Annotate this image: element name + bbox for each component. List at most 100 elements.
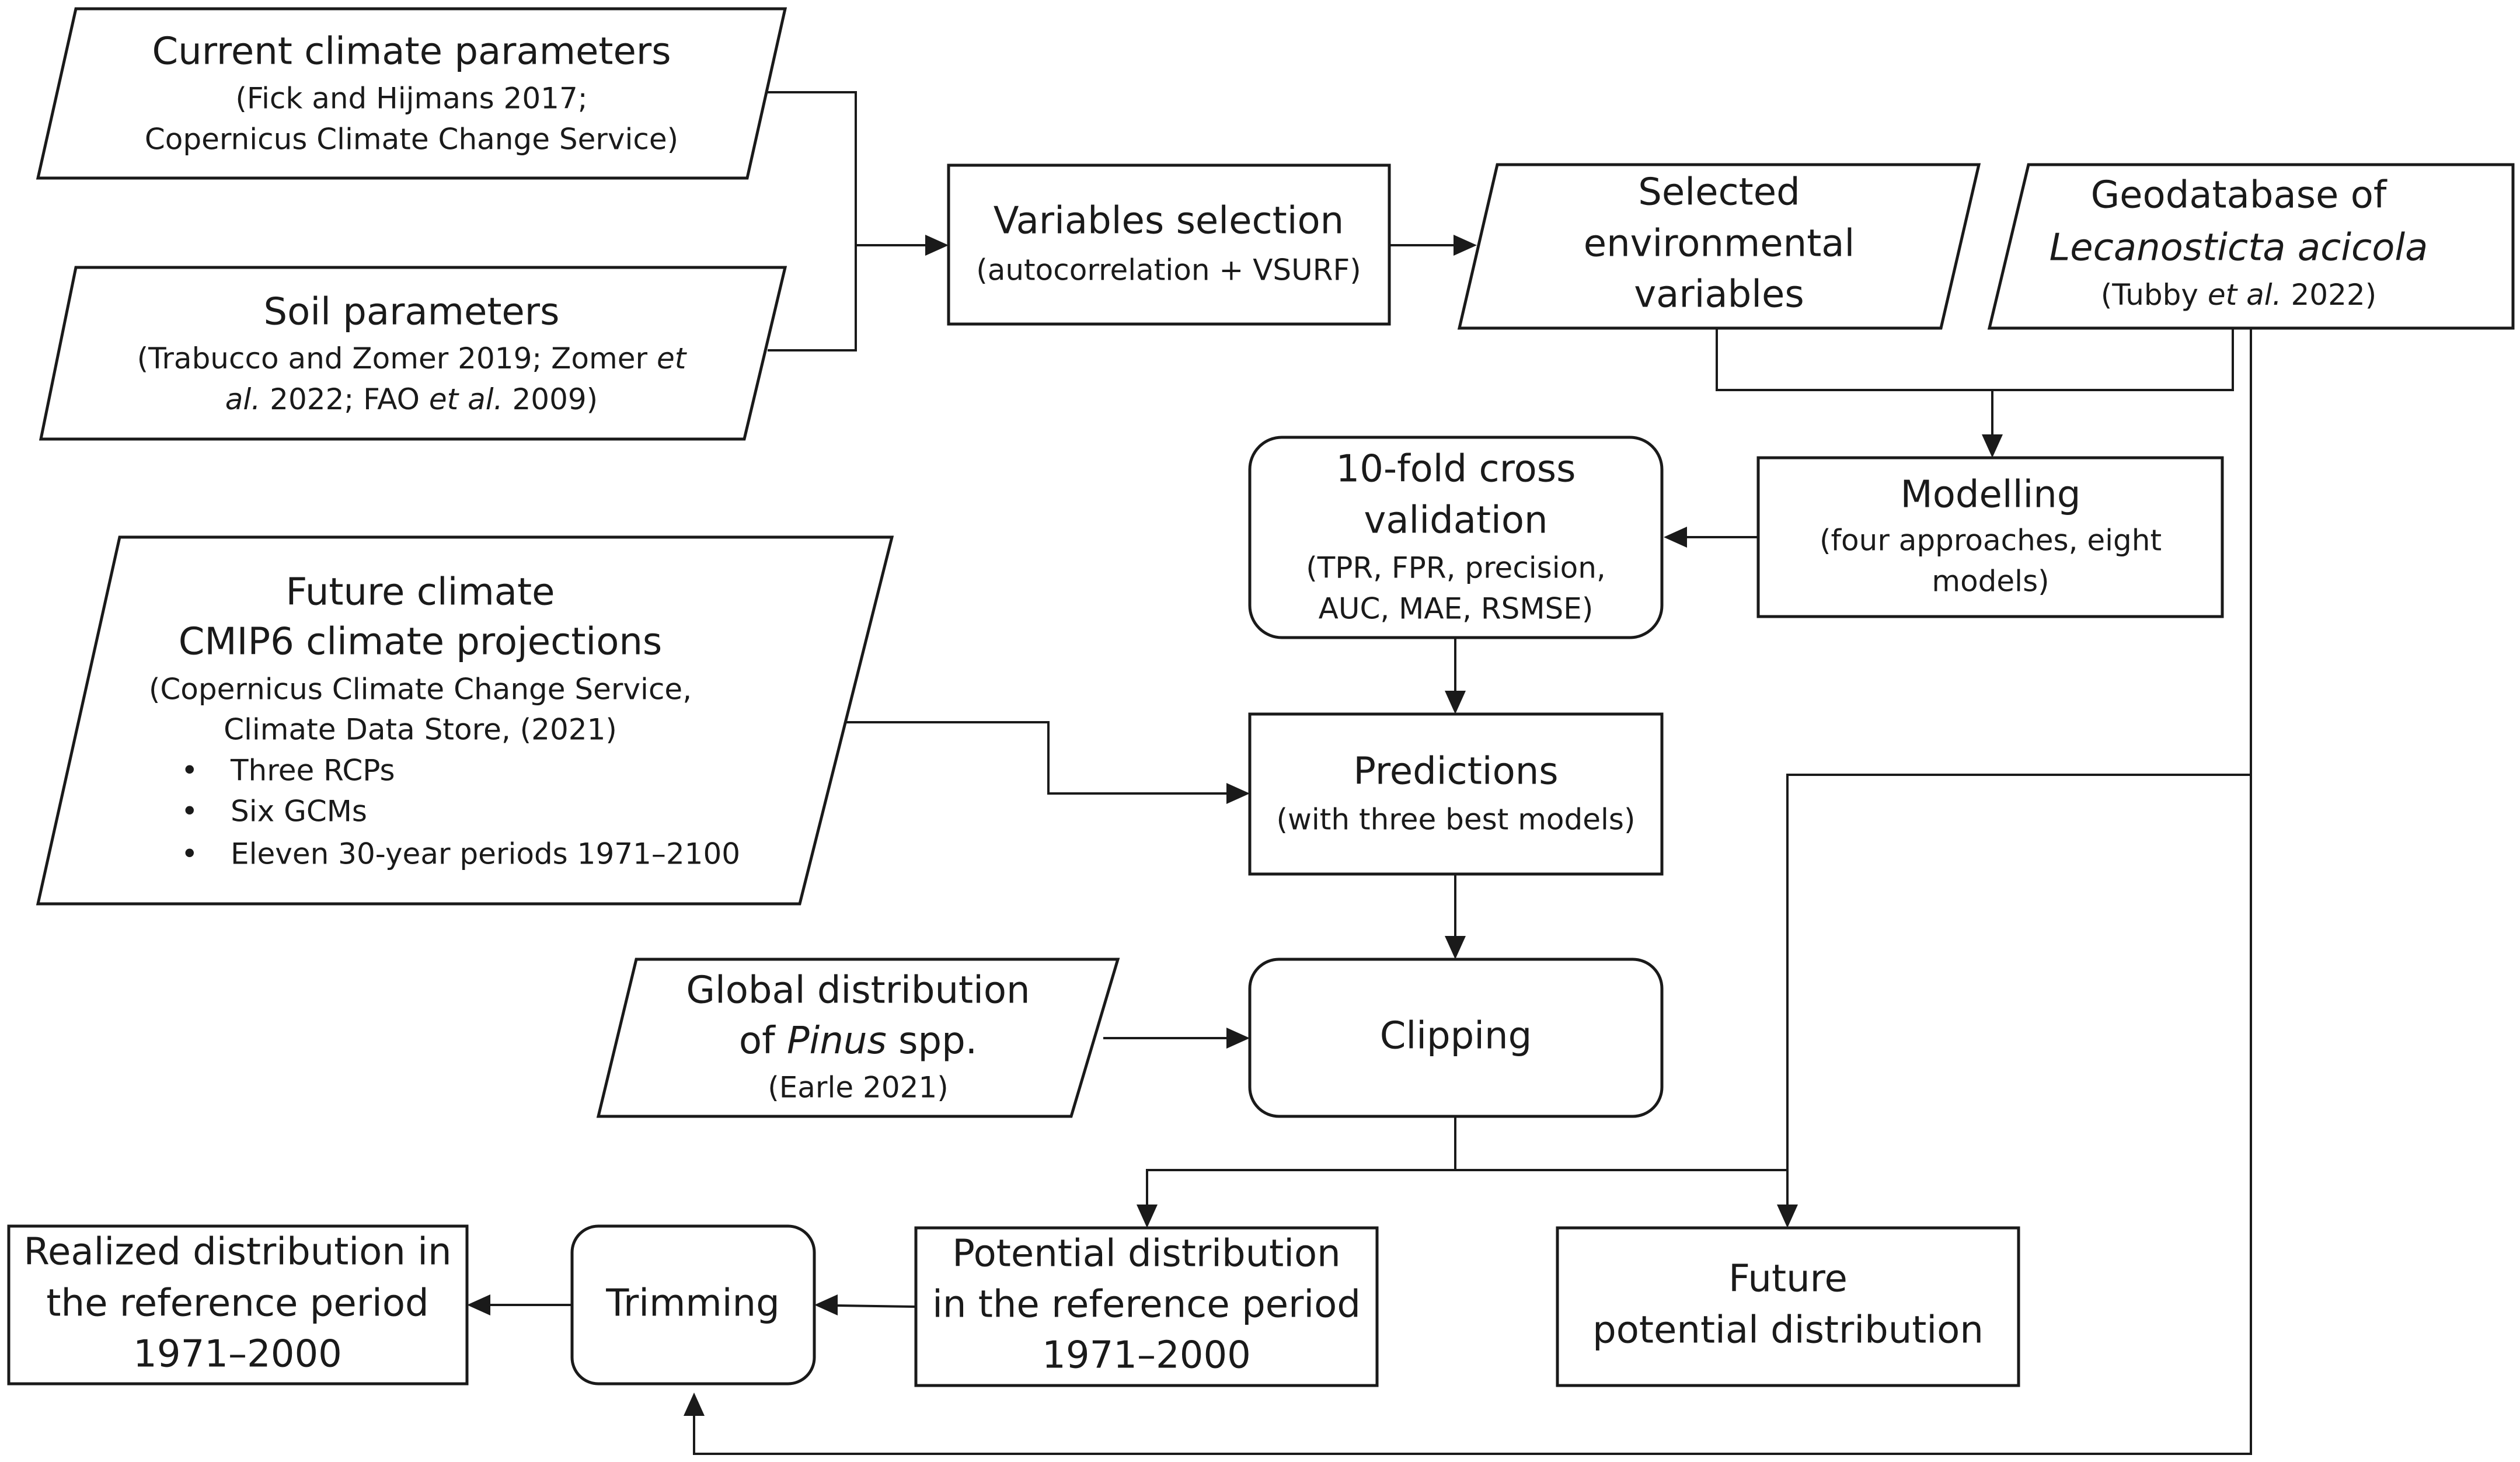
cross-validation-shape (1248, 436, 1664, 639)
selected-variables-line-1: Selected (1638, 171, 1800, 214)
potential-reference-line-1: Potential distribution (952, 1233, 1340, 1276)
edge-current-climate-to-merge (762, 91, 857, 245)
edge-selected-variables-to-modelling (1716, 328, 2234, 391)
future-climate-bullet-1: Three RCPs (230, 754, 395, 788)
realized-line-2: the reference period (46, 1282, 428, 1325)
node-geodatabase: Geodatabase of Lecanosticta acicola (Tub… (1987, 163, 2515, 330)
node-modelling: Modelling (four approaches, eight models… (1756, 456, 2224, 618)
arrowhead-realized (467, 1294, 490, 1315)
arrowhead-clipping-top (1445, 936, 1466, 959)
arrowhead-predictions-top (1445, 691, 1466, 714)
modelling-shape (1756, 456, 2224, 618)
modelling-sub-1: (four approaches, eight (1820, 524, 2162, 558)
node-predictions: Predictions (with three best models) (1248, 712, 1664, 876)
current-climate-shape (36, 7, 787, 180)
soil-ref-2c: et al. (429, 382, 503, 416)
selected-variables-line-3: variables (1634, 273, 1804, 316)
arrowhead-trimming-bottom (684, 1393, 705, 1416)
pinus-line-1: Global distribution (686, 969, 1030, 1012)
soil-title: Soil parameters (264, 291, 560, 334)
variables-selection-sub: (autocorrelation + VSURF) (976, 253, 1361, 287)
modelling-sub-2: models) (1932, 565, 2049, 598)
soil-shape (39, 266, 787, 441)
arrowhead-variables-selection (925, 235, 949, 256)
pinus-line-2: of Pinus spp. (739, 1019, 977, 1063)
realized-line-3: 1971–2000 (133, 1333, 342, 1376)
selected-variables-line-2: environmental (1584, 222, 1855, 266)
future-climate-bullets: • Three RCPs • Six GCMs • Eleven 30-year… (181, 754, 740, 871)
node-potential-reference: Potential distribution in the reference … (914, 1226, 1379, 1387)
future-climate-ref-1: (Copernicus Climate Change Service, (149, 673, 692, 706)
future-potential-shape (1556, 1226, 2020, 1387)
node-cross-validation: 10-fold cross validation (TPR, FPR, prec… (1248, 436, 1664, 639)
potential-reference-shape (914, 1226, 1379, 1387)
trimming-title: Trimming (605, 1282, 779, 1325)
node-trimming: Trimming (570, 1224, 816, 1386)
predictions-sub: (with three best models) (1277, 803, 1636, 837)
trimming-shape (570, 1224, 816, 1386)
soil-ref-2d: 2009) (503, 382, 598, 416)
geodatabase-ref: (Tubby et al. 2022) (2101, 278, 2376, 312)
edge-soil-to-merge (768, 245, 857, 351)
pinus-line-2a: of (739, 1019, 787, 1063)
node-variables-selection: Variables selection (autocorrelation + V… (947, 163, 1391, 326)
node-soil: Soil parameters (Trabucco and Zomer 2019… (39, 266, 787, 441)
arrowhead-cross-validation (1664, 527, 1687, 548)
arrowhead-clipping-left (1226, 1028, 1250, 1049)
node-current-climate: Current climate parameters (Fick and Hij… (36, 7, 787, 180)
future-climate-bullet-3: Eleven 30-year periods 1971–2100 (231, 837, 740, 871)
cross-validation-line-1: 10-fold cross (1336, 448, 1576, 491)
arrowhead-future-potential (1777, 1205, 1798, 1228)
geodatabase-line-1: Geodatabase of (2091, 174, 2387, 217)
variables-selection-title: Variables selection (994, 200, 1344, 243)
selected-variables-shape (1457, 163, 1981, 330)
arrowhead-potential-reference (1137, 1205, 1158, 1228)
cross-validation-line-2: validation (1364, 499, 1547, 542)
geodatabase-ref-b: et al. (2208, 278, 2282, 312)
arrowhead-predictions-left (1226, 783, 1250, 804)
soil-ref-line-2: al. 2022; FAO et al. 2009) (225, 382, 598, 416)
bullet-marker: • (181, 754, 198, 788)
future-potential-line-1: Future (1728, 1258, 1848, 1301)
future-potential-line-2: potential distribution (1592, 1309, 1984, 1352)
variables-selection-shape (947, 163, 1391, 326)
potential-reference-line-3: 1971–2000 (1042, 1334, 1251, 1377)
predictions-shape (1248, 712, 1664, 876)
geodatabase-ref-c: 2022) (2282, 278, 2377, 312)
future-climate-ref-2: Climate Data Store, (2021) (224, 713, 617, 747)
realized-line-1: Realized distribution in (23, 1231, 451, 1274)
edge-potential-reference-to-trimming (837, 1304, 916, 1308)
soil-ref-1b: et (657, 342, 688, 375)
pinus-shape (596, 958, 1120, 1118)
potential-reference-line-2: in the reference period (932, 1283, 1361, 1327)
modelling-title: Modelling (1901, 474, 2081, 517)
bullet-marker: • (181, 837, 198, 871)
node-future-climate: Future climate CMIP6 climate projections… (36, 535, 894, 906)
node-selected-variables: Selected environmental variables (1457, 163, 1981, 330)
arrowhead-trimming-right (814, 1294, 838, 1315)
arrowhead-modelling (1982, 434, 2003, 458)
edge-geodatabase-down (693, 328, 2252, 1455)
edge-future-climate-to-predictions (846, 721, 1226, 795)
pinus-ref: (Earle 2021) (768, 1071, 949, 1105)
node-pinus: Global distribution of Pinus spp. (Earle… (596, 958, 1120, 1118)
pinus-line-2c: spp. (887, 1019, 977, 1063)
soil-ref-line-1: (Trabucco and Zomer 2019; Zomer et (137, 342, 688, 375)
cross-validation-sub-1: (TPR, FPR, precision, (1306, 551, 1606, 585)
current-climate-ref-1: (Fick and Hijmans 2017; (235, 82, 587, 116)
geodatabase-shape (1987, 163, 2515, 330)
future-climate-line-2: CMIP6 climate projections (179, 621, 663, 664)
node-future-potential: Future potential distribution (1556, 1226, 2020, 1387)
pinus-line-2b: Pinus (787, 1019, 887, 1063)
edge-clipping-split (1146, 1116, 1456, 1205)
soil-ref-2a: al. (225, 382, 260, 416)
clipping-shape (1248, 958, 1664, 1118)
connectors (467, 91, 2252, 1455)
soil-ref-2b: 2022; FAO (260, 382, 429, 416)
realized-shape (7, 1224, 469, 1386)
soil-ref-1a: (Trabucco and Zomer 2019; Zomer (137, 342, 657, 375)
node-clipping: Clipping (1248, 958, 1664, 1118)
predictions-title: Predictions (1353, 750, 1558, 793)
node-realized: Realized distribution in the reference p… (7, 1224, 469, 1386)
